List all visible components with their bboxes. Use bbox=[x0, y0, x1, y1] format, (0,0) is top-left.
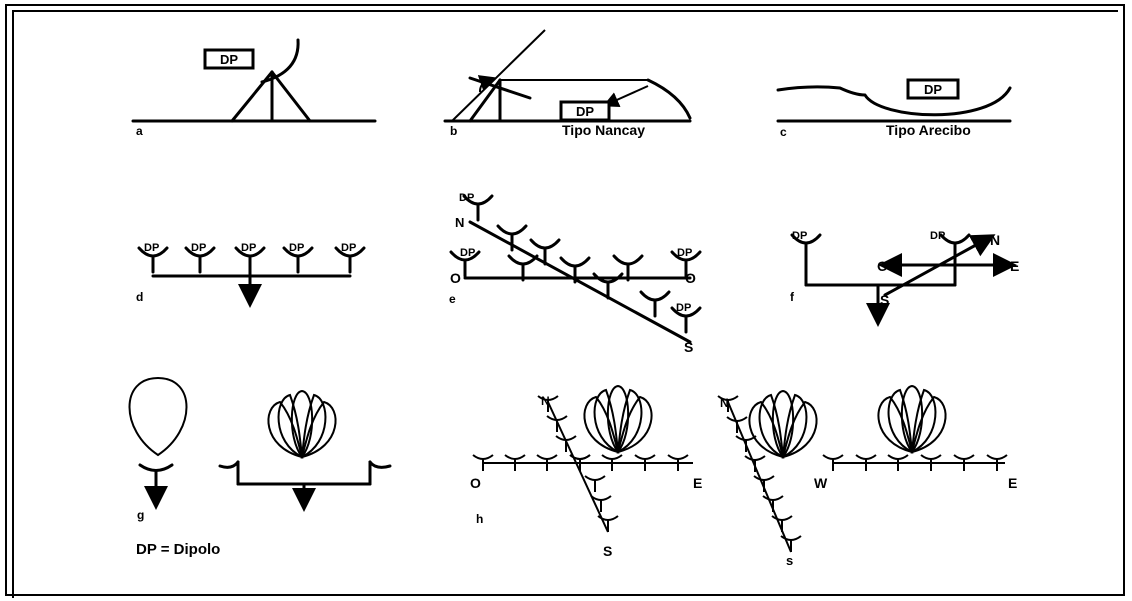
dir-s-h-mid: s bbox=[786, 553, 793, 568]
dp-f-right: DP bbox=[930, 230, 945, 242]
ns-diagonal-e bbox=[468, 220, 692, 344]
dish-a bbox=[260, 38, 300, 84]
mount-leg-1 bbox=[230, 70, 274, 123]
panel-letter-b: b bbox=[450, 124, 457, 138]
mount-leg-3 bbox=[270, 70, 312, 123]
dir-e-h-left: E bbox=[693, 475, 702, 491]
dp-box-c bbox=[906, 78, 960, 100]
dp-e-left: DP bbox=[460, 247, 475, 259]
dir-e-h-right: E bbox=[1008, 475, 1017, 491]
panel-letter-h: h bbox=[476, 512, 483, 526]
dp-d-5: DP bbox=[341, 242, 356, 254]
panel-letter-e: e bbox=[449, 292, 456, 306]
dir-e-f: E bbox=[1010, 258, 1019, 274]
dp-e-bottom: DP bbox=[676, 302, 691, 314]
dir-o-h: O bbox=[470, 475, 481, 491]
dir-s-h-left: S bbox=[603, 543, 612, 559]
tilt-arrow bbox=[477, 75, 496, 93]
mills-cross-right: N s W E bbox=[717, 385, 1017, 568]
dir-n-f: N bbox=[990, 232, 1000, 248]
panel-h-mills-cross: N O E S h N s W bbox=[470, 385, 1017, 568]
panel-d-linear-array: DP DP DP DP DP d bbox=[136, 242, 366, 308]
dp-label-c: DP bbox=[924, 82, 942, 97]
spherical-mirror bbox=[646, 78, 692, 120]
dir-n-h-mid: N bbox=[720, 396, 729, 410]
incoming-ray bbox=[451, 29, 546, 122]
panel-letter-c: c bbox=[780, 125, 787, 139]
type-arecibo-label: Tipo Arecibo bbox=[886, 122, 971, 138]
dp-f-left: DP bbox=[792, 230, 807, 242]
single-dipole-g bbox=[138, 463, 174, 472]
dp-box-b bbox=[559, 100, 611, 122]
dir-o-right-e: O bbox=[685, 270, 696, 286]
dp-e-top: DP bbox=[459, 192, 474, 204]
arecibo-bowl bbox=[776, 85, 1012, 117]
dp-box-a bbox=[203, 48, 255, 70]
dir-s-f: S bbox=[880, 292, 889, 308]
panel-f-interferometer: DP DP O E N S f bbox=[790, 230, 1019, 327]
dir-o-left-e: O bbox=[450, 270, 461, 286]
panel-letter-g: g bbox=[137, 508, 144, 522]
dir-w-h: W bbox=[814, 475, 828, 491]
focus-ray bbox=[602, 85, 649, 108]
dp-d-2: DP bbox=[191, 242, 206, 254]
dp-d-1: DP bbox=[144, 242, 159, 254]
panel-e-cross-array: DP DP DP DP N O O S e bbox=[449, 192, 702, 355]
reflector-leg-1 bbox=[468, 78, 502, 123]
single-lobe-g bbox=[128, 376, 188, 457]
dp-label-a: DP bbox=[220, 52, 238, 67]
panel-b-nancay: DP b Tipo Nancay bbox=[443, 29, 692, 138]
panel-letter-f: f bbox=[790, 290, 795, 304]
mills-cross-left: N O E S h bbox=[470, 385, 702, 559]
dir-o-f: O bbox=[877, 258, 888, 274]
panel-c-arecibo: DP c Tipo Arecibo bbox=[776, 78, 1012, 139]
dp-d-3: DP bbox=[241, 242, 256, 254]
type-nancay-label: Tipo Nancay bbox=[562, 122, 645, 138]
legend-dp-dipolo: DP = Dipolo bbox=[136, 541, 220, 558]
panel-g-beams: g DP = Dipolo bbox=[128, 376, 392, 558]
dp-label-b: DP bbox=[576, 104, 594, 119]
dp-e-right: DP bbox=[677, 247, 692, 259]
inner-frame bbox=[12, 10, 1118, 598]
dir-s-e: S bbox=[684, 339, 693, 355]
panel-letter-d: d bbox=[136, 290, 143, 304]
panel-letter-a: a bbox=[136, 124, 143, 138]
panel-a-steerable-dish: DP a bbox=[131, 38, 377, 138]
dir-n-e: N bbox=[455, 215, 464, 230]
dir-n-h-left: N bbox=[541, 394, 550, 408]
dp-d-4: DP bbox=[289, 242, 304, 254]
outer-frame bbox=[5, 4, 1125, 596]
